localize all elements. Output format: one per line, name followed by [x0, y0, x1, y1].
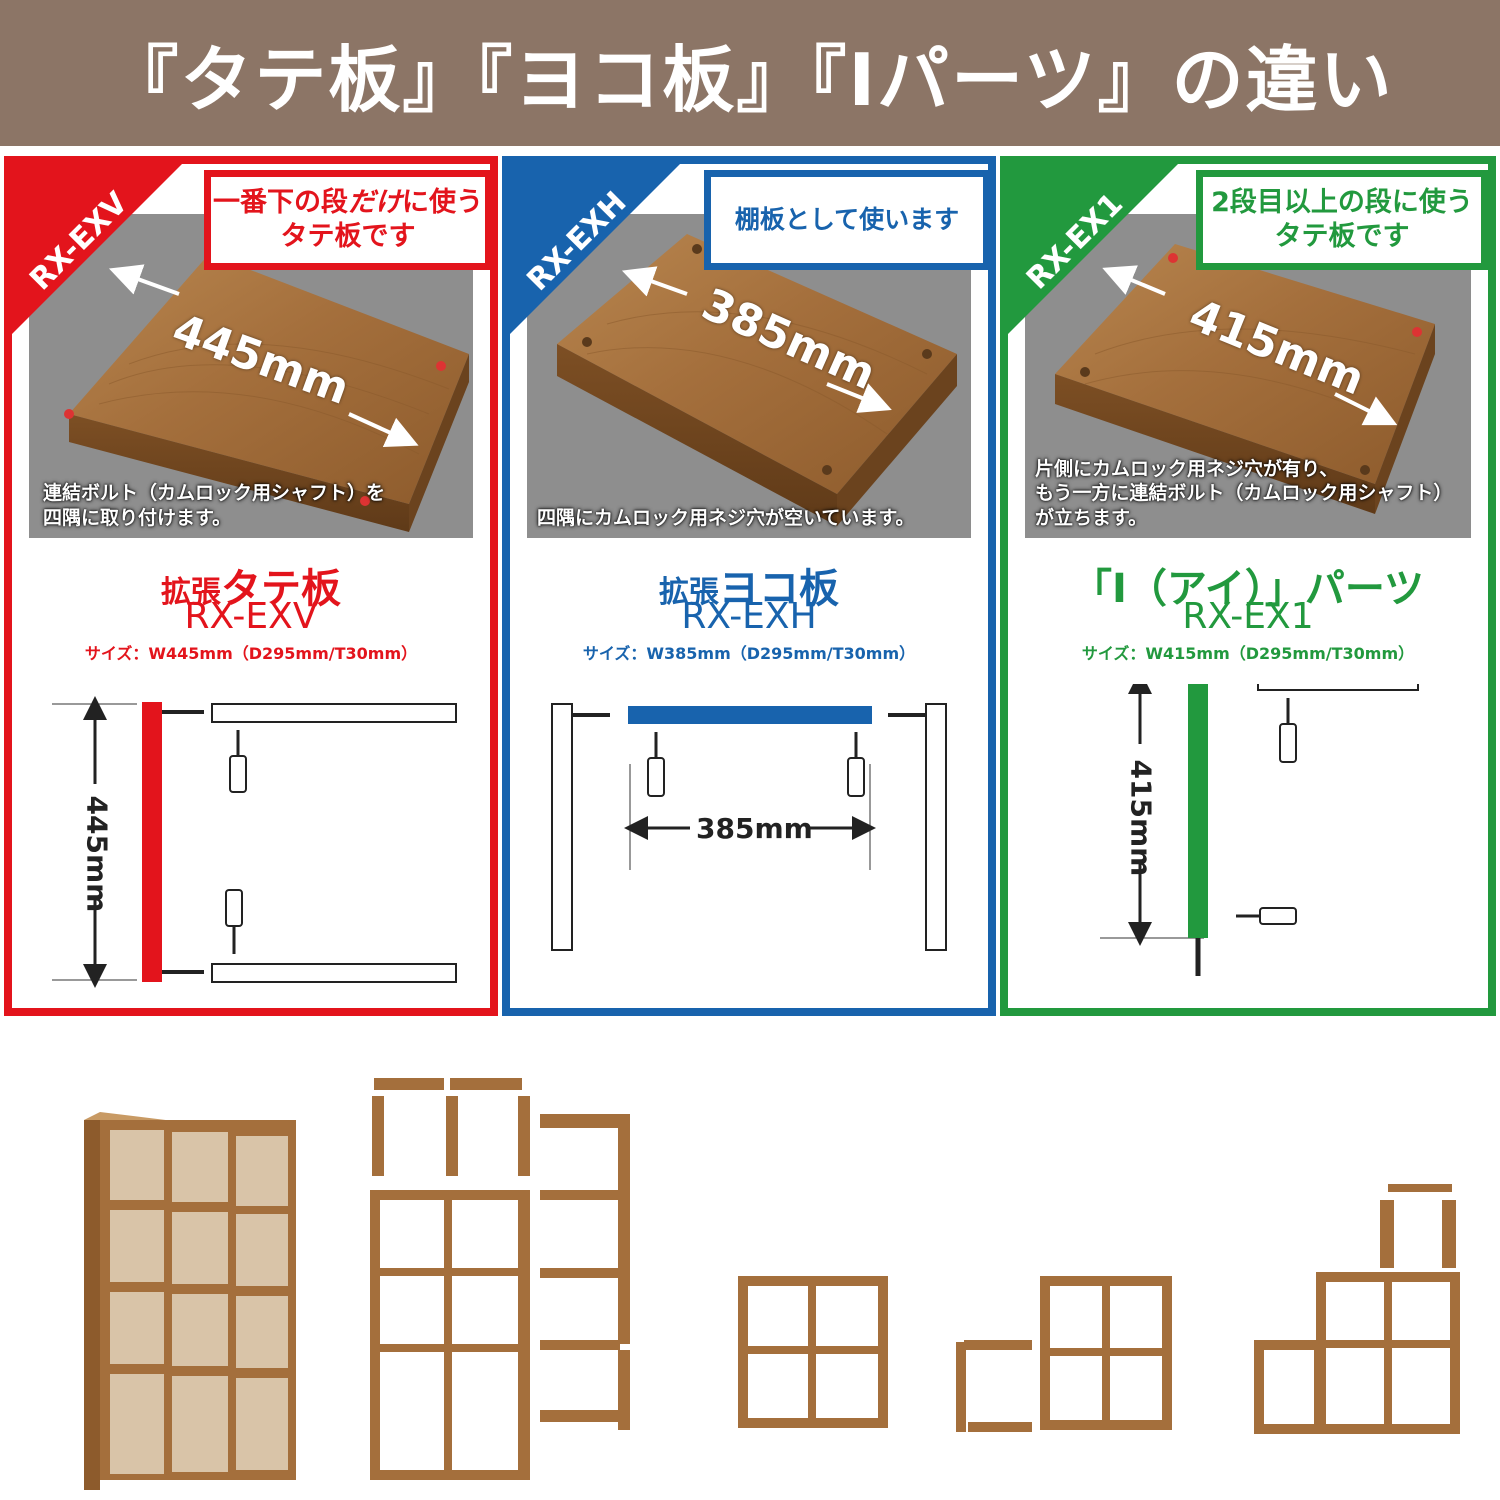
note-text: 棚板として使います	[734, 205, 960, 235]
product-model: RX-EXH	[681, 596, 817, 637]
assembly-diagram: 415mm	[1008, 670, 1488, 1008]
panel-vertical-board: 445mm 連結ボルト（カムロック用シャフト）を 四隅に取り付けます。 RX-E…	[4, 156, 498, 1016]
note-text: に使う	[402, 187, 483, 219]
product-name-prefix: 拡張	[659, 575, 719, 610]
note-emphasis: だけ	[348, 187, 402, 219]
assembly-diagram: 385mm	[510, 684, 988, 1008]
product-name-prefix: 拡張	[161, 575, 221, 610]
note-text: です	[1355, 221, 1410, 252]
photo-caption: 片側にカムロック用ネジ穴が有り、 もう一方に連結ボルト（カムロック用シャフト） …	[1035, 457, 1452, 530]
model-corner-tag: RX-EXV	[12, 164, 182, 334]
shelf-illustration-2x2	[738, 1276, 888, 1428]
product-size: サイズ：W415mm（D295mm/T30mm）	[1081, 644, 1415, 663]
product-name: 「I（アイ）」パーツ	[1008, 556, 1488, 614]
usage-note: 棚板として使います	[704, 170, 988, 270]
photo-caption: 四隅にカムロック用ネジ穴が空いています。	[537, 506, 915, 530]
product-name: 拡張タテ板	[12, 556, 490, 614]
note-text: 2段目以上の段に使う	[1211, 187, 1473, 219]
caption-line: 連結ボルト（カムロック用シャフト）を	[43, 482, 386, 505]
note-line: タテ板です	[281, 220, 416, 254]
product-size: サイズ：W445mm（D295mm/T30mm）	[84, 644, 418, 663]
caption-line: もう一方に連結ボルト（カムロック用シャフト）	[1035, 482, 1453, 505]
product-model: RX-EXV	[184, 596, 318, 637]
shelf-illustration-3x4	[84, 1112, 296, 1490]
screwdriver-icon	[225, 889, 243, 954]
note-line: 一番下の段だけに使う	[213, 186, 483, 220]
shelf-illustration-exploded	[370, 1078, 630, 1480]
note-line: タテ板です	[1275, 220, 1410, 254]
product-name-main: 「I（アイ）」パーツ	[1071, 566, 1425, 612]
model-corner-tag: RX-EX1	[1008, 164, 1178, 334]
note-text: 一番下の段	[213, 187, 348, 219]
product-size: サイズ：W385mm（D295mm/T30mm）	[582, 644, 916, 663]
screwdriver-icon	[1236, 907, 1297, 925]
screwdriver-icon	[847, 732, 865, 797]
page-title: 『タテ板』『ヨコ板』『Iパーツ』の違い	[106, 37, 1394, 122]
caption-line: 片側にカムロック用ネジ穴が有り、	[1035, 458, 1339, 481]
shelf-illustration-stepped	[1254, 1184, 1460, 1434]
diagram-dimension-label: 415mm	[1124, 759, 1158, 877]
diagram-dimension-label: 445mm	[80, 795, 114, 913]
product-name-main: タテ板	[221, 566, 341, 612]
shelf-illustration-extension	[956, 1276, 1172, 1432]
photo-caption: 連結ボルト（カムロック用シャフト）を 四隅に取り付けます。	[43, 481, 385, 530]
caption-line: 四隅にカムロック用ネジ穴が空いています。	[537, 506, 915, 529]
caption-line: が立ちます。	[1035, 506, 1148, 529]
screwdriver-icon	[647, 732, 665, 797]
panel-horizontal-board: 385mm 四隅にカムロック用ネジ穴が空いています。 RX-EXH 棚板として使…	[502, 156, 996, 1016]
product-model: RX-EX1	[1182, 596, 1314, 637]
screwdriver-icon	[1279, 698, 1297, 763]
diagram-dimension-label: 385mm	[696, 812, 813, 845]
shelf-assembly-illustrations	[0, 1050, 1500, 1494]
note-emphasis: タテ板	[1274, 221, 1356, 252]
usage-note: 2段目以上の段に使う タテ板です	[1196, 170, 1488, 270]
panel-i-part: 415mm 片側にカムロック用ネジ穴が有り、 もう一方に連結ボルト（カムロック用…	[1000, 156, 1496, 1016]
note-emphasis: タテ板	[280, 221, 362, 252]
assembly-diagram: 445mm	[12, 684, 490, 1008]
product-name-main: ヨコ板	[719, 566, 839, 612]
header-banner: 『タテ板』『ヨコ板』『Iパーツ』の違い	[0, 0, 1500, 146]
usage-note: 一番下の段だけに使う タテ板です	[204, 170, 490, 270]
caption-line: 四隅に取り付けます。	[43, 506, 232, 529]
screwdriver-icon	[229, 730, 247, 793]
product-name: 拡張ヨコ板	[510, 556, 988, 614]
note-text: です	[361, 221, 416, 252]
model-corner-tag: RX-EXH	[510, 164, 680, 334]
